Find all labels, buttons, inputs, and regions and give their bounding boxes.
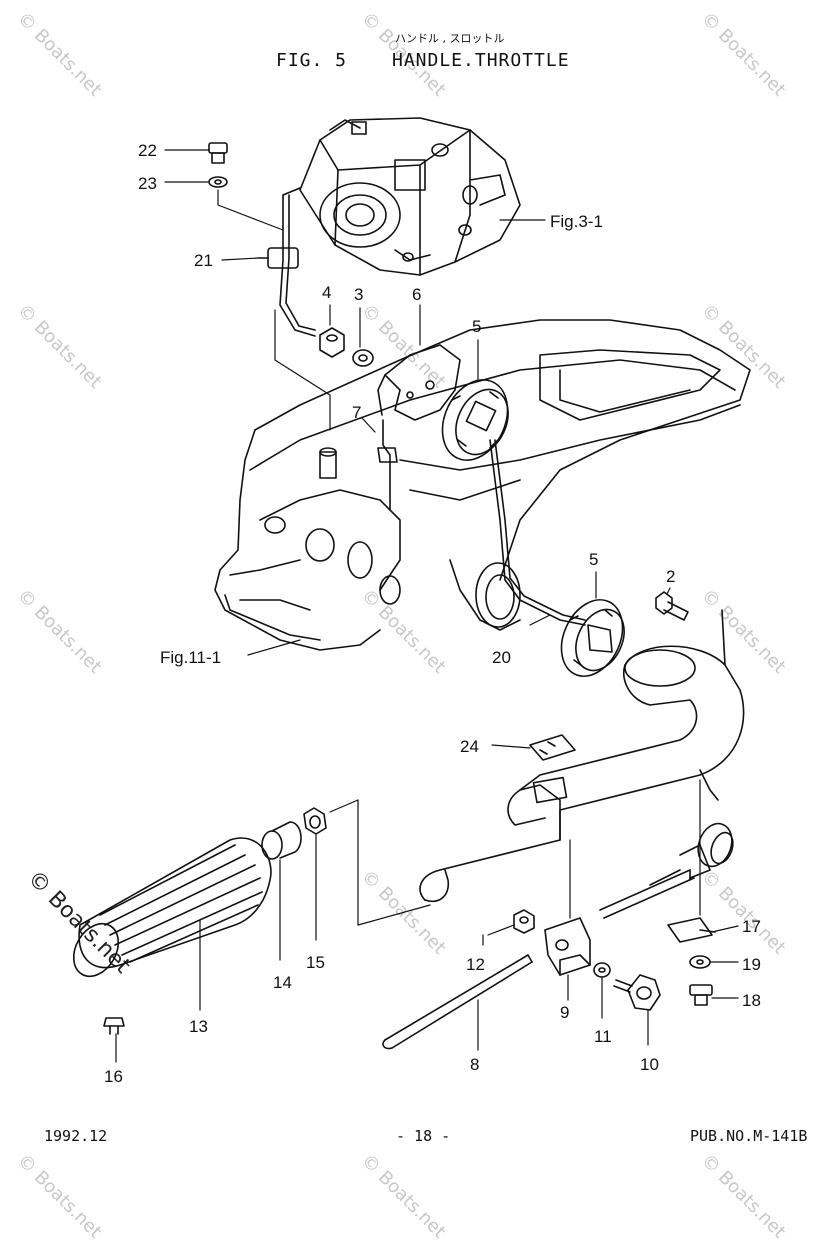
washer-3 — [352, 349, 374, 367]
bolt-2 — [655, 591, 689, 621]
callout-2: 2 — [666, 567, 675, 586]
callout-21: 21 — [194, 251, 213, 270]
callout-22: 22 — [138, 141, 157, 160]
callout-15: 15 — [306, 953, 325, 972]
callout-8: 8 — [470, 1055, 479, 1074]
pulley-5-lower — [560, 599, 625, 677]
callout-10: 10 — [640, 1055, 659, 1074]
ref-fig-3-1: Fig.3-1 — [550, 212, 603, 231]
steering-handle — [419, 609, 745, 902]
shaft-8 — [382, 954, 533, 1050]
collar-14 — [261, 821, 302, 860]
callout-20: 20 — [492, 648, 511, 667]
callout-6: 6 — [412, 285, 421, 304]
screw-16 — [103, 1017, 125, 1035]
callout-14: 14 — [273, 973, 292, 992]
grip-13 — [72, 837, 272, 978]
callout-17: 17 — [742, 917, 761, 936]
exploded-view-drawing — [72, 117, 751, 1063]
figure-title: HANDLE.THROTTLE — [392, 50, 570, 71]
callout-24: 24 — [460, 737, 479, 756]
callout-16: 16 — [104, 1067, 123, 1086]
knob-10 — [613, 974, 661, 1011]
callout-13: 13 — [189, 1017, 208, 1036]
callout-5-lower: 5 — [589, 550, 598, 569]
footer-page-number: - 18 - — [396, 1127, 451, 1145]
callout-5-upper: 5 — [472, 317, 481, 336]
callout-4: 4 — [322, 283, 331, 302]
callout-11: 11 — [594, 1027, 612, 1046]
carburetor-assembly — [299, 117, 521, 276]
link-7 — [377, 419, 398, 511]
throttle-link-21 — [257, 187, 316, 337]
callout-18: 18 — [742, 991, 761, 1010]
figure-number: FIG. 5 — [276, 50, 348, 71]
callout-9: 9 — [560, 1003, 569, 1022]
subtitle-japanese: ハンドル , スロットル — [395, 32, 505, 45]
washer-11 — [593, 962, 611, 978]
washer-23 — [208, 176, 228, 188]
pulley-5-upper — [441, 379, 509, 461]
reference-lines — [115, 149, 739, 1063]
nut-12 — [513, 909, 535, 934]
clip-24 — [529, 734, 576, 761]
bracket-9 — [544, 917, 591, 976]
callout-19: 19 — [742, 955, 761, 974]
screw-18 — [689, 984, 713, 1006]
bottom-cowling — [214, 319, 751, 651]
callout-12: 12 — [466, 955, 485, 974]
bolt-22 — [208, 142, 228, 164]
footer-publication-number: PUB.NO.M-141B — [690, 1127, 808, 1145]
callout-labels: 22 23 21 4 3 6 5 7 5 2 20 24 14 15 13 16… — [104, 141, 761, 1086]
callout-3: 3 — [354, 285, 363, 304]
callout-23: 23 — [138, 174, 157, 193]
callout-7: 7 — [352, 403, 361, 422]
nut-15 — [303, 807, 327, 835]
throttle-cable-20 — [489, 439, 586, 626]
nut-4 — [319, 327, 345, 358]
parts-diagram-page: © Boats.net © Boats.net © Boats.net © Bo… — [13, 8, 808, 1242]
ref-fig-11-1: Fig.11-1 — [160, 648, 221, 667]
footer-date: 1992.12 — [44, 1127, 108, 1145]
